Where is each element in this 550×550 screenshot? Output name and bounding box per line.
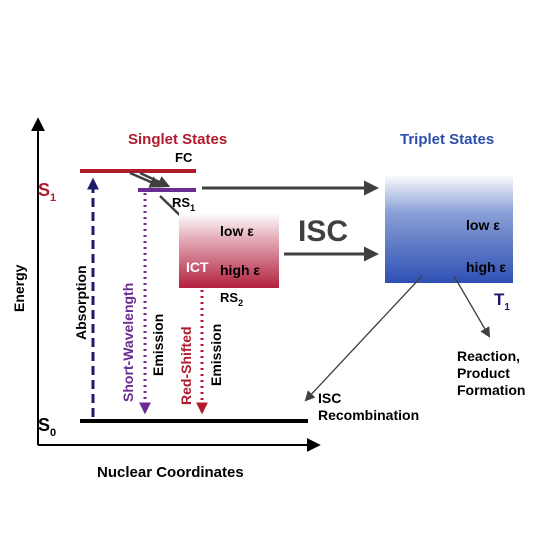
short-wavelength-emission-label: Emission: [150, 314, 166, 376]
t1-label: T1: [494, 290, 510, 313]
reaction-arrow: [453, 275, 491, 338]
short-wavelength-label: Short-Wavelength: [120, 283, 136, 402]
triplet-high-epsilon: high ε: [466, 259, 506, 275]
triplet-box: [385, 174, 513, 283]
isc-recombination-arrow: [304, 275, 423, 402]
fc-label: FC: [175, 150, 193, 165]
ict-label: ICT: [186, 259, 209, 275]
fc-to-rs1-arrow: [129, 171, 163, 188]
absorption-label: Absorption: [73, 265, 89, 340]
rs2-label: RS2: [220, 290, 243, 308]
ict-high-epsilon: high ε: [220, 262, 260, 278]
red-shifted-label: Red-Shifted: [178, 326, 194, 405]
red-shifted-emission-label: Emission: [208, 324, 224, 386]
triplet-states-header: Triplet States: [400, 131, 494, 148]
y-axis-label: Energy: [11, 264, 27, 312]
s0-label: S0: [38, 415, 56, 439]
ict-low-epsilon: low ε: [220, 223, 254, 239]
ict-box: [179, 213, 279, 288]
rs1-label: RS1: [172, 195, 195, 213]
fc-to-rs1b-arrow: [139, 171, 171, 188]
isc-label: ISC: [298, 215, 348, 248]
singlet-states-header: Singlet States: [128, 131, 227, 148]
s1-label: S1: [38, 180, 56, 204]
triplet-low-epsilon: low ε: [466, 217, 500, 233]
x-axis-label: Nuclear Coordinates: [97, 464, 244, 481]
